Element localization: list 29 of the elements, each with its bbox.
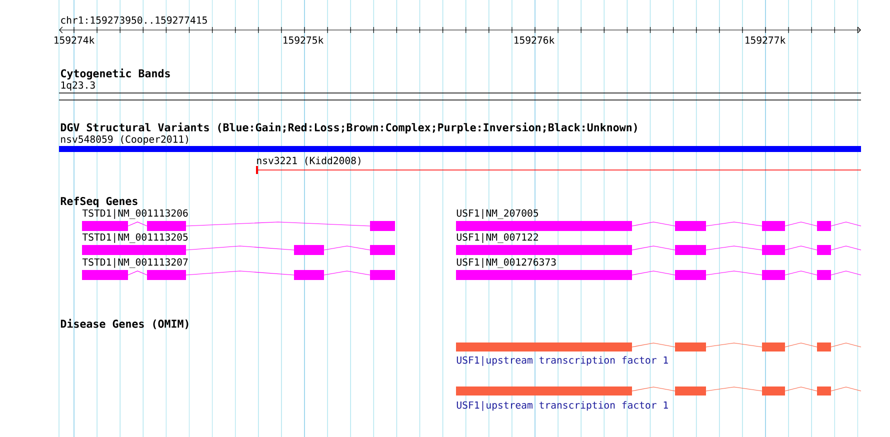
node-label: TSTD1|NM_001113205 bbox=[82, 233, 188, 243]
variant-bar: nsv548059 (Cooper2011) bbox=[59, 135, 861, 152]
gene-model: USF1|upstream transcription factor 1 bbox=[456, 386, 862, 411]
track-title: Cytogenetic Bands bbox=[61, 68, 170, 80]
track-title: Disease Genes (OMIM) bbox=[60, 318, 188, 330]
gene-model: USF1|NM_001276373 bbox=[456, 258, 862, 280]
band-label: 1q23.3 bbox=[61, 81, 95, 91]
tick-label: 159275k bbox=[284, 36, 324, 44]
variant-line: nsv3221 (Kidd2008) bbox=[256, 156, 862, 174]
gene-model: USF1|NM_007122 bbox=[456, 233, 862, 255]
track-title: RefSeq Genes bbox=[60, 196, 138, 208]
gene-model: TSTD1|NM_001113205 bbox=[82, 233, 395, 255]
node-label: USF1|NM_207005 bbox=[456, 209, 538, 219]
gene-model: USF1|upstream transcription factor 1 bbox=[456, 342, 862, 366]
tick-label: 159274k bbox=[54, 36, 94, 44]
node-label: USF1|upstream transcription factor 1 bbox=[456, 356, 668, 366]
tick-label: 159277k bbox=[746, 36, 786, 44]
node-label: TSTD1|NM_001113207 bbox=[82, 258, 188, 268]
gene-model: USF1|NM_207005 bbox=[456, 209, 862, 231]
tick-label: 159276k bbox=[514, 36, 554, 44]
gene-model: TSTD1|NM_001113206 bbox=[82, 209, 395, 231]
node-label: USF1|upstream transcription factor 1 bbox=[456, 401, 668, 411]
node-label: TSTD1|NM_001113206 bbox=[82, 209, 188, 219]
node-label: USF1|NM_001276373 bbox=[456, 258, 556, 268]
track-title: DGV Structural Variants (Blue:Gain;Red:Loss;Brown:Complex;Purple:Inversion;Black:Unknown) bbox=[60, 122, 637, 134]
node-label: USF1|NM_007122 bbox=[456, 233, 538, 243]
gene-model: TSTD1|NM_001113207 bbox=[82, 258, 395, 280]
node-label: nsv548059 (Cooper2011) bbox=[61, 135, 188, 145]
coordinate-label: chr1:159273950..159277415 bbox=[61, 16, 207, 24]
